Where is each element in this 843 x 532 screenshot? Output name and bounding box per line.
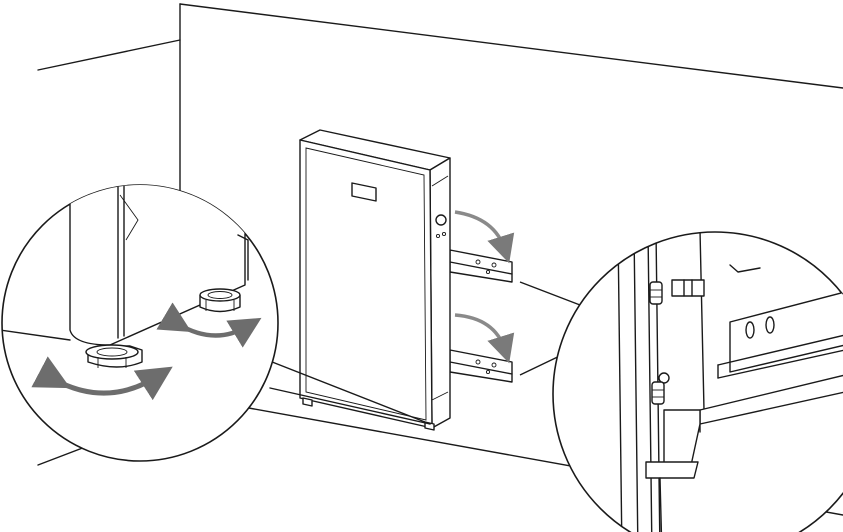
battery-unit bbox=[299, 129, 451, 431]
callout-pointer-left bbox=[261, 357, 431, 425]
rotation-arrow-foot bbox=[31, 302, 262, 401]
adjustable-foot-front bbox=[85, 344, 143, 368]
adjustable-foot-rear bbox=[199, 288, 241, 313]
wall-bracket-lower bbox=[449, 349, 513, 383]
display-panel bbox=[351, 182, 377, 202]
rotation-arrow-bracket bbox=[454, 210, 515, 364]
wall-bracket-upper bbox=[449, 249, 513, 283]
detail-bracket-engagement bbox=[552, 231, 843, 532]
mount-screw-upper bbox=[649, 281, 663, 305]
detail-adjustable-feet bbox=[1, 184, 279, 462]
power-button bbox=[435, 214, 447, 226]
mount-screw-lower bbox=[651, 372, 670, 405]
